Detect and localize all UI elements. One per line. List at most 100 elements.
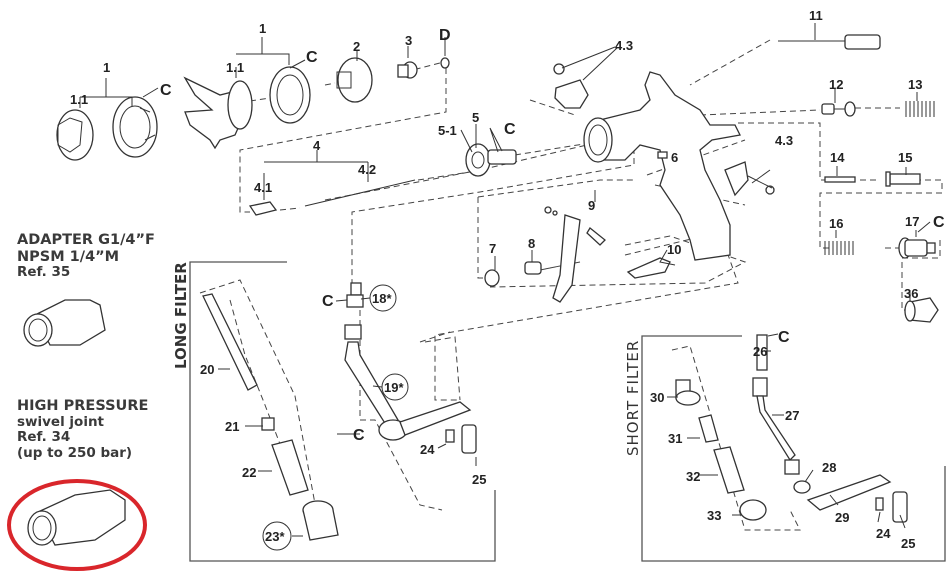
adapter-title-line1: ADAPTER G1/4”F	[17, 232, 155, 248]
part-28	[793, 480, 811, 494]
retaining-ring-left	[112, 96, 158, 158]
spring-13	[905, 101, 935, 117]
part-8	[524, 261, 542, 275]
part-17	[898, 237, 936, 259]
part-33	[739, 499, 767, 521]
label-10: 10	[667, 242, 681, 257]
part-20	[202, 293, 258, 391]
long-filter-box	[189, 261, 496, 562]
swivel-note: (up to 250 bar)	[17, 444, 133, 461]
part-labels: 1 1.1 C 1 1.1 C 2 3 D 4 4.1 4.2 5 5-1 C …	[70, 8, 945, 551]
part-18	[346, 282, 364, 308]
label-5: 5	[472, 110, 479, 125]
swivel-ref: Ref. 34	[17, 429, 71, 446]
part-36	[904, 297, 939, 323]
label-20: 20	[200, 362, 214, 377]
nozzle-2	[336, 57, 373, 103]
label-8: 8	[528, 236, 535, 251]
swivel-title-line2: swivel joint	[17, 413, 105, 430]
label-4-1: 4.1	[254, 180, 272, 195]
label-12: 12	[829, 77, 843, 92]
label-24-left: 24	[420, 442, 435, 457]
label-4-3-lower: 4.3	[775, 133, 793, 148]
part-27	[752, 377, 800, 475]
swivel-title-line1: HIGH PRESSURE	[17, 398, 149, 414]
label-13: 13	[908, 77, 922, 92]
label-c-right: C	[306, 49, 318, 66]
gun-body	[583, 71, 741, 261]
part-10	[626, 257, 671, 279]
label-c-19: C	[353, 427, 365, 444]
label-19-circle	[381, 373, 409, 401]
part-32	[713, 446, 745, 494]
label-24-right: 24	[876, 526, 891, 541]
needle-4-1	[248, 201, 278, 216]
label-7: 7	[489, 241, 496, 256]
part-21	[261, 417, 275, 431]
label-36: 36	[904, 286, 918, 301]
retaining-ring-right	[269, 66, 311, 124]
label-22: 22	[242, 465, 256, 480]
highlight-circle	[7, 479, 147, 571]
label-32: 32	[686, 469, 700, 484]
trigger-9	[544, 206, 606, 303]
label-1-right: 1	[259, 21, 266, 36]
adapter-caption: ADAPTER G1/4”F NPSM 1/4”M Ref. 35	[17, 232, 155, 281]
label-5-1: 5-1	[438, 123, 457, 138]
part-14	[824, 176, 856, 183]
label-25-right: 25	[901, 536, 915, 551]
label-d: D	[439, 27, 451, 44]
label-18: 18*	[372, 291, 392, 306]
label-21: 21	[225, 419, 239, 434]
part-24-right	[875, 497, 884, 511]
part-25-left	[461, 424, 477, 454]
part-23	[302, 500, 339, 541]
part-11	[778, 34, 881, 50]
leader-lines	[79, 23, 931, 537]
label-4: 4	[313, 138, 321, 153]
label-2: 2	[353, 39, 360, 54]
part-6	[657, 151, 668, 159]
label-30: 30	[650, 390, 664, 405]
label-23: 23*	[265, 529, 285, 544]
label-26: 26	[753, 344, 767, 359]
label-4-2: 4.2	[358, 162, 376, 177]
label-23-circle	[262, 521, 292, 551]
label-4-3-upper: 4.3	[615, 38, 633, 53]
part-31	[698, 414, 719, 443]
label-16: 16	[829, 216, 843, 231]
spring-16	[824, 241, 854, 255]
label-19: 19*	[384, 380, 404, 395]
part-4-3-upper	[553, 63, 589, 109]
part-26	[756, 334, 768, 371]
label-c-18: C	[322, 293, 334, 310]
label-1-left: 1	[103, 60, 110, 75]
adapter-fitting-image	[23, 299, 106, 347]
part-30	[675, 379, 701, 406]
part-22	[271, 439, 309, 496]
label-11: 11	[809, 8, 823, 23]
part-25-right	[892, 491, 908, 523]
label-1-1-left: 1.1	[70, 92, 88, 107]
part-4-3-lower	[724, 161, 775, 197]
label-25-left: 25	[472, 472, 486, 487]
needle-4-2	[304, 179, 416, 207]
label-9: 9	[588, 198, 595, 213]
part-19	[344, 324, 472, 441]
label-c-left: C	[160, 82, 172, 99]
label-6: 6	[671, 150, 678, 165]
label-31: 31	[668, 431, 682, 446]
label-27: 27	[785, 408, 799, 423]
label-14: 14	[830, 150, 845, 165]
label-c-5: C	[504, 121, 516, 138]
adapter-title-line2: NPSM 1/4”M	[17, 248, 120, 265]
part-24-left	[445, 429, 455, 443]
air-cap-1-1-wing	[183, 76, 253, 150]
label-15: 15	[898, 150, 912, 165]
label-33: 33	[707, 508, 721, 523]
seal-d	[440, 57, 450, 69]
part-29	[806, 474, 892, 511]
long-filter-title: LONG FILTER	[172, 262, 190, 369]
short-filter-box	[641, 335, 946, 562]
